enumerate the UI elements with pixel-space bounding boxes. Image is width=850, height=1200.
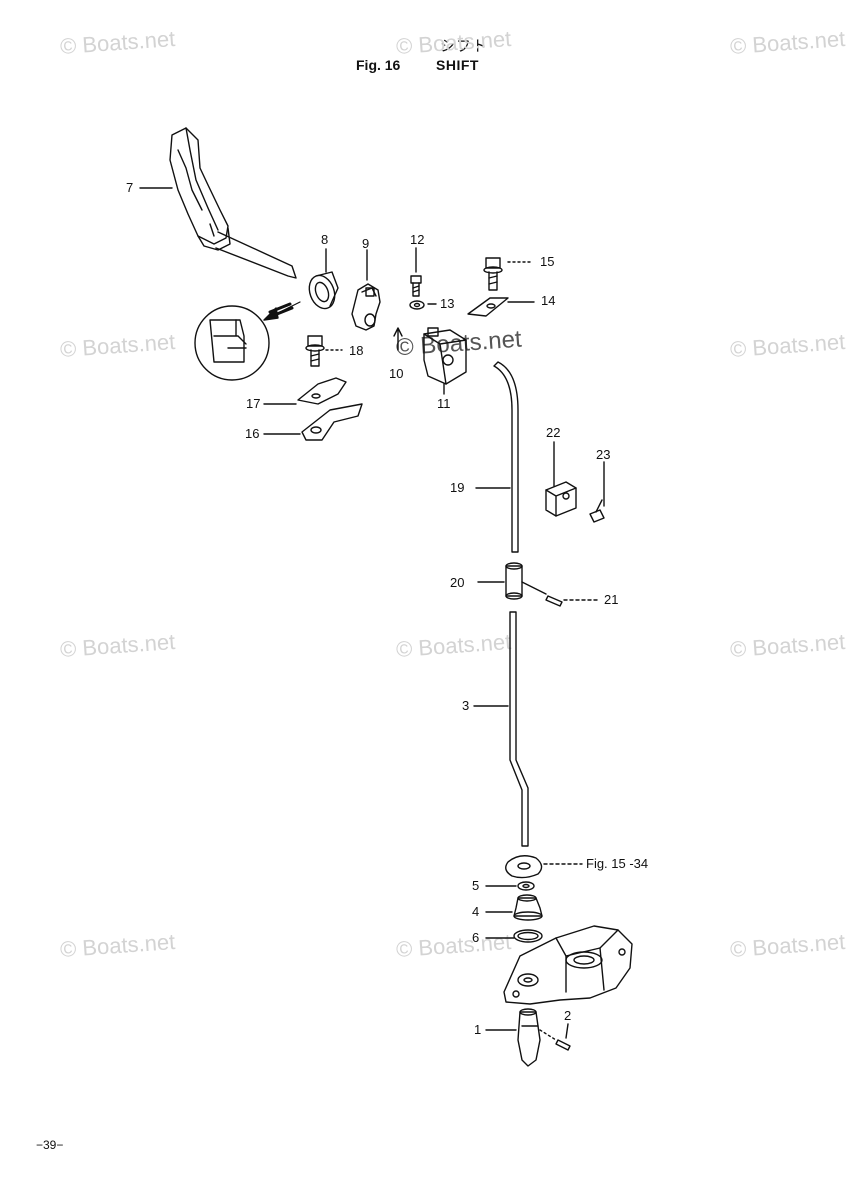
callout-ref-fig15: Fig. 15 -34	[586, 856, 649, 871]
part-3-lower-rod	[509, 611, 529, 847]
callout-4: 4	[472, 904, 480, 919]
callout-15: 15	[540, 254, 555, 269]
part-1-shift-cam	[517, 1008, 541, 1067]
part-19-upper-rod	[493, 361, 519, 553]
callout-2: 2	[564, 1008, 572, 1023]
part-13-washer	[409, 300, 425, 310]
callout-16: 16	[245, 426, 260, 441]
part-4-bushing	[513, 894, 543, 921]
page-number: −39−	[36, 1138, 64, 1152]
callout-20: 20	[450, 575, 465, 590]
callout-9: 9	[362, 236, 370, 251]
arrow-to-detail	[263, 301, 301, 321]
part-17-bracket	[297, 377, 347, 405]
part-21-pin	[545, 595, 563, 607]
title-japanese: シフト	[440, 38, 489, 55]
callout-6: 6	[472, 930, 480, 945]
callout-19: 19	[450, 480, 465, 495]
part-12-bolt	[410, 275, 422, 297]
part-10-pointer	[393, 327, 403, 351]
part-6-o-ring	[513, 929, 543, 943]
figure-number: Fig. 16	[356, 57, 401, 73]
part-2-pin	[539, 1029, 571, 1051]
part-8-oil-seal	[308, 271, 339, 310]
callout-21: 21	[604, 592, 619, 607]
callout-14: 14	[541, 293, 556, 308]
part-15-flange-bolt	[483, 257, 503, 291]
part-22-block	[545, 481, 577, 517]
ref-fig15-34-plate	[505, 855, 543, 879]
part-18-bolt	[305, 335, 325, 367]
callout-23: 23	[596, 447, 611, 462]
callout-10: 10	[389, 366, 404, 381]
lower-case-housing	[503, 925, 633, 1005]
callout-12: 12	[410, 232, 425, 247]
part-5-washer	[517, 881, 535, 891]
figure-title: SHIFT	[436, 57, 479, 73]
part-16-bracket	[301, 403, 363, 441]
part-9-shift-arm	[351, 283, 381, 331]
callout-11: 11	[437, 396, 451, 411]
part-23-screw	[589, 499, 605, 523]
callout-22: 22	[546, 425, 561, 440]
leader-2	[565, 1023, 569, 1039]
callout-13: 13	[440, 296, 455, 311]
callout-17: 17	[246, 396, 261, 411]
detail-view-circle	[194, 305, 270, 381]
callout-18: 18	[349, 343, 364, 358]
part-14-plate	[467, 297, 509, 317]
callout-1: 1	[474, 1022, 482, 1037]
part-20-coupling	[505, 562, 547, 600]
callout-7: 7	[126, 180, 134, 195]
callout-5: 5	[472, 878, 480, 893]
part-7-shift-handle	[169, 127, 297, 279]
part-11-cam-block	[423, 327, 467, 385]
callout-3: 3	[462, 698, 470, 713]
callout-8: 8	[321, 232, 329, 247]
